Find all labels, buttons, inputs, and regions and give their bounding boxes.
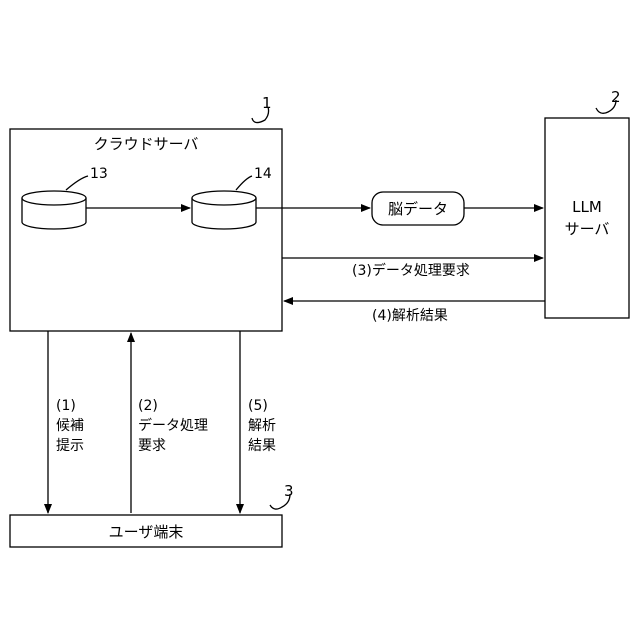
database-14-ref: 14 — [254, 166, 272, 182]
a2-number: (2) — [138, 398, 158, 414]
user-terminal-ref-number: 3 — [284, 482, 294, 500]
result-from-llm-label: (4)解析結果 — [372, 308, 448, 324]
llm-server-node: LLM サーバ — [545, 118, 629, 318]
a1-line1: 候補 — [56, 418, 84, 434]
cloud-server-node: クラウドサーバ — [10, 129, 282, 331]
a2-line1: データ処理 — [138, 417, 208, 434]
user-terminal-node: ユーザ端末 — [10, 515, 282, 547]
llm-server-label-line2: サーバ — [565, 220, 610, 238]
request-to-llm-label: (3)データ処理要求 — [352, 262, 470, 279]
a1-number: (1) — [56, 398, 76, 414]
cloud-server-ref: 1 — [252, 94, 272, 123]
a2-line2: 要求 — [138, 438, 166, 454]
a1-line2: 提示 — [56, 438, 84, 454]
brain-data-label: 脳データ — [388, 200, 448, 218]
database-13-ref: 13 — [90, 166, 108, 182]
cloud-server-ref-number: 1 — [262, 94, 272, 112]
a5-line2: 結果 — [248, 438, 276, 454]
brain-data-node: 脳データ — [372, 192, 464, 225]
cloud-server-title: クラウドサーバ — [94, 135, 199, 153]
llm-server-ref: 2 — [596, 88, 621, 113]
a5-line1: 解析 — [248, 418, 276, 434]
user-terminal-ref: 3 — [270, 482, 294, 509]
llm-server-label-line1: LLM — [572, 198, 602, 216]
user-terminal-label: ユーザ端末 — [109, 523, 184, 541]
a5-number: (5) — [248, 398, 268, 414]
llm-server-ref-number: 2 — [611, 88, 621, 106]
